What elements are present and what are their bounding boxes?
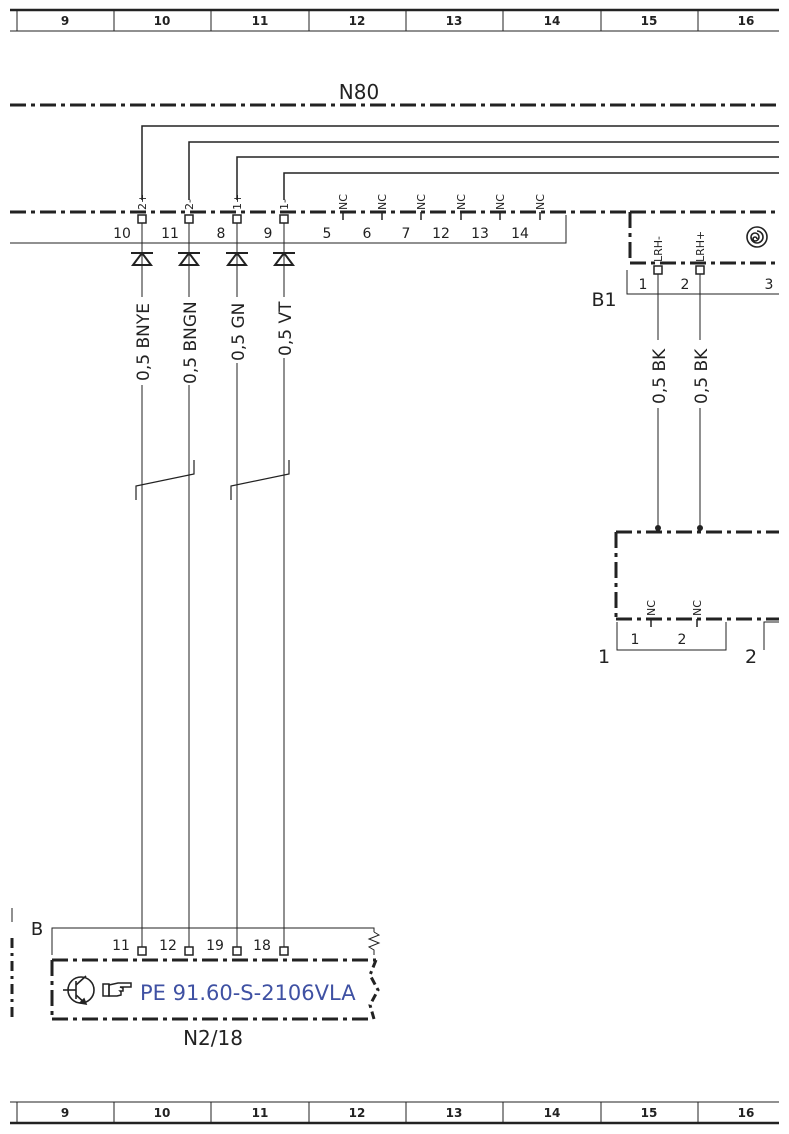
ruler-cell: 13 [446,14,463,28]
conn1-pin-signal: NC [691,600,704,616]
n80-pin-signal: NC [455,194,468,210]
wire-label: 0,5 GN [229,303,249,361]
n80-pin-number: 14 [511,226,529,242]
b1-wire-label: 0,5 BK [650,348,670,404]
top-ruler: 9 10 11 12 13 14 15 16 [10,8,779,32]
ruler-cell: 10 [154,1106,171,1120]
n80-pin-signal: NC [494,194,507,210]
ruler-cell: 12 [349,14,366,28]
conn2-label: 2 [745,646,757,668]
conn1-pin-signal: NC [645,600,658,616]
ruler-cell: 9 [61,14,69,28]
b-connector-label: B [31,919,43,940]
n80-pin-signal: 1+ [231,194,244,210]
conn1-label: 1 [598,646,610,668]
n80-pin-markers [137,212,541,224]
b1-label: B1 [591,289,616,311]
ruler-cell: 15 [641,14,658,28]
heating-element-icon [746,226,768,248]
n80-pin-number: 8 [217,226,226,242]
n80-pin-number: 13 [471,226,489,242]
wire-label: 0,5 BNGN [181,301,201,384]
b1-pin-number: 1 [639,277,648,293]
n80-pin-number: 10 [113,226,131,242]
n2-18-component [10,908,381,1021]
n80-pin-signal: 2+ [136,194,149,210]
bottom-ruler: 9 10 11 12 13 14 15 16 [10,1101,779,1125]
wire-label: 0,5 BNYE [134,303,154,381]
pointing-hand-icon [102,982,132,997]
n80-pin-signal: NC [337,194,350,210]
reference-link[interactable]: PE 91.60-S-2106VLA [140,981,356,1005]
n80-pin-number: 7 [402,226,411,242]
n80-internal-wires [141,125,779,200]
b1-pin-signal: LRH+ [694,231,707,262]
ruler-cell: 16 [738,14,755,28]
ruler-cell: 14 [544,14,561,28]
n80-pin-signal: 2- [183,199,196,210]
n80-pin-number: 6 [363,226,372,242]
n80-pin-signal: 1- [278,199,291,210]
twisted-pair-marker [135,460,290,500]
b1-pin-number: 2 [681,277,690,293]
wire-label: 0,5 VT [276,301,296,356]
ruler-cell: 14 [544,1106,561,1120]
main-wires [141,223,285,947]
ruler-cell: 15 [641,1106,658,1120]
conn1-pin-number: 1 [631,632,640,648]
n80-pin-number: 5 [323,226,332,242]
shield-triangle-icon [131,251,295,266]
n80-pin-signal: NC [534,194,547,210]
ruler-cell: 11 [252,1106,269,1120]
n2-pin-number: 11 [112,938,130,954]
ruler-cell: 9 [61,1106,69,1120]
n80-pin-signal: NC [415,194,428,210]
b1-component [626,210,779,531]
ruler-cell: 12 [349,1106,366,1120]
n2-pin-number: 12 [159,938,177,954]
n80-connector-housing [10,215,567,244]
n80-pin-number: 11 [161,226,179,242]
ruler-cell: 16 [738,1106,755,1120]
ruler-cell: 13 [446,1106,463,1120]
ruler-cell: 10 [154,14,171,28]
n2-18-label: N2/18 [183,1026,243,1050]
b1-wire-label: 0,5 BK [692,348,712,404]
connector-1-component [614,530,779,651]
transistor-icon [63,975,95,1006]
ruler-cell: 11 [252,14,269,28]
conn1-pin-number: 2 [678,632,687,648]
n2-pin-number: 18 [253,938,271,954]
n80-label: N80 [339,80,379,104]
n80-pin-number: 12 [432,226,450,242]
n80-pin-signal: NC [376,194,389,210]
n80-pin-number: 9 [264,226,273,242]
b1-pin-signal: LRH- [652,236,665,262]
b1-pin-number: 3 [765,277,774,293]
n2-pin-number: 19 [206,938,224,954]
